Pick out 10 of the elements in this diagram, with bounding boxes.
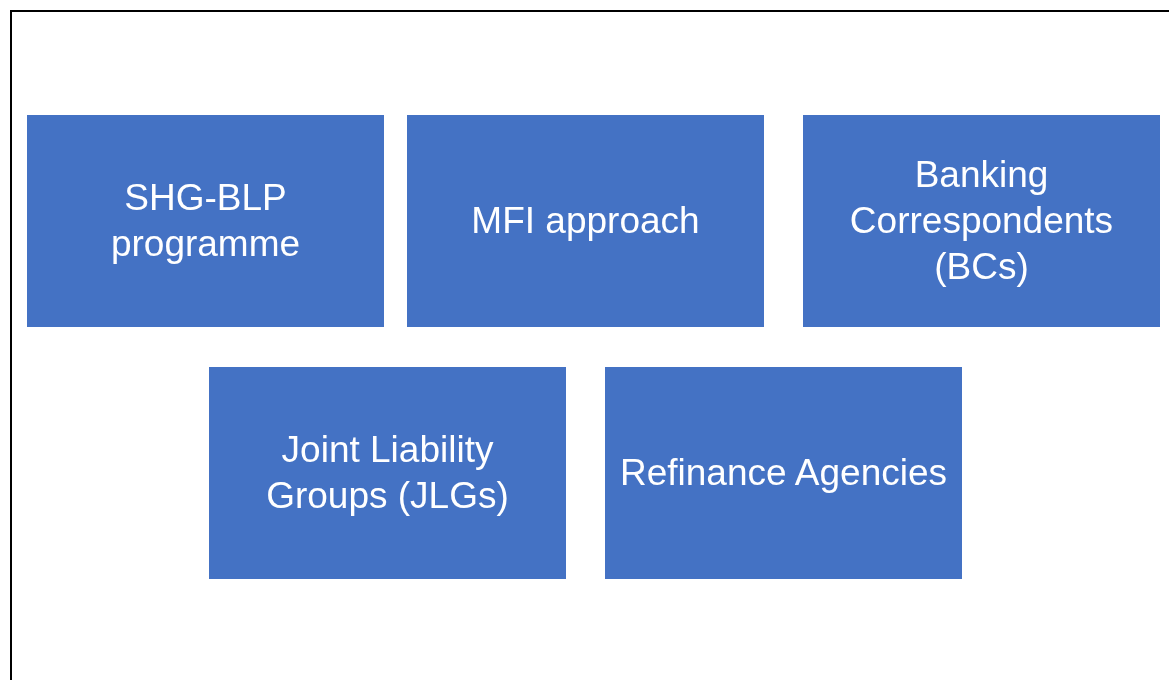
box-label: Refinance Agencies (619, 450, 948, 495)
process-box (27, 115, 384, 327)
box-label: Banking Correspondents (BCs) (848, 152, 1115, 290)
box-label: SHG-BLP programme (109, 175, 302, 266)
process-box (407, 115, 764, 327)
box-label: Joint Liability Groups (JLGs) (265, 427, 510, 518)
process-box (605, 367, 962, 579)
box-label: MFI approach (471, 198, 700, 243)
process-box (803, 115, 1160, 327)
process-box (209, 367, 566, 579)
